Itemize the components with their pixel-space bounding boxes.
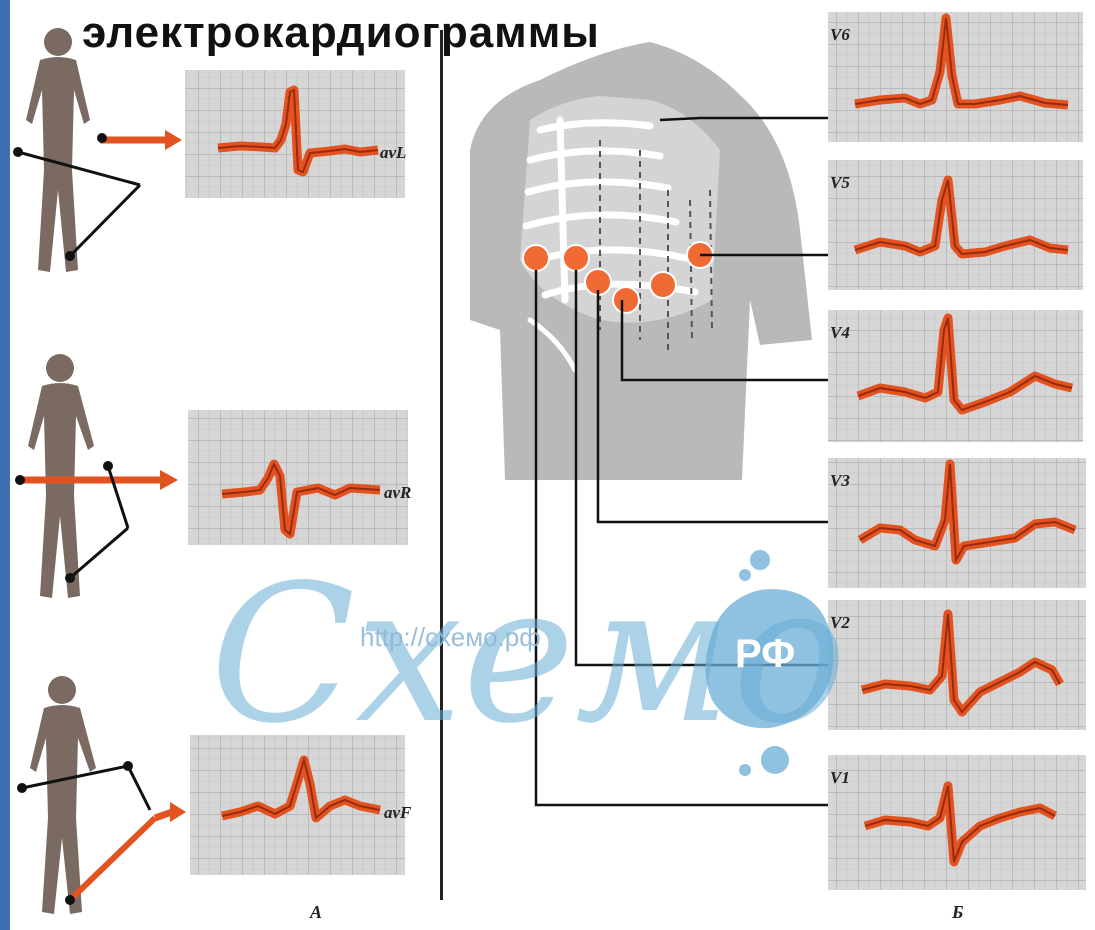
lead-wires-1 bbox=[13, 130, 182, 261]
lead-label-v5: V5 bbox=[830, 173, 850, 192]
lead-label-v4: V4 bbox=[830, 323, 850, 342]
body-figure-1 bbox=[26, 28, 90, 272]
panel-label-a: А bbox=[310, 902, 322, 923]
panel-divider bbox=[440, 30, 443, 900]
page-title: электрокардиограммы bbox=[82, 8, 600, 58]
watermark-badge: РФ bbox=[735, 632, 795, 677]
lead-label-v3: V3 bbox=[830, 471, 850, 490]
lead-label-avf: avF bbox=[384, 803, 412, 822]
ecg-strip-avr bbox=[188, 410, 408, 545]
lead-label-avl: avL bbox=[380, 143, 406, 162]
lead-label-avr: avR bbox=[384, 483, 411, 502]
lead-wires-2 bbox=[15, 461, 178, 583]
lead-label-v1: V1 bbox=[830, 768, 850, 787]
panel-label-b: Б bbox=[952, 902, 963, 923]
watermark-url: http://схемо.рф bbox=[360, 622, 541, 653]
body-figure-2 bbox=[28, 354, 94, 598]
lead-label-v6: V6 bbox=[830, 25, 850, 44]
lead-wires-3 bbox=[17, 761, 186, 905]
body-figure-3 bbox=[30, 676, 96, 914]
